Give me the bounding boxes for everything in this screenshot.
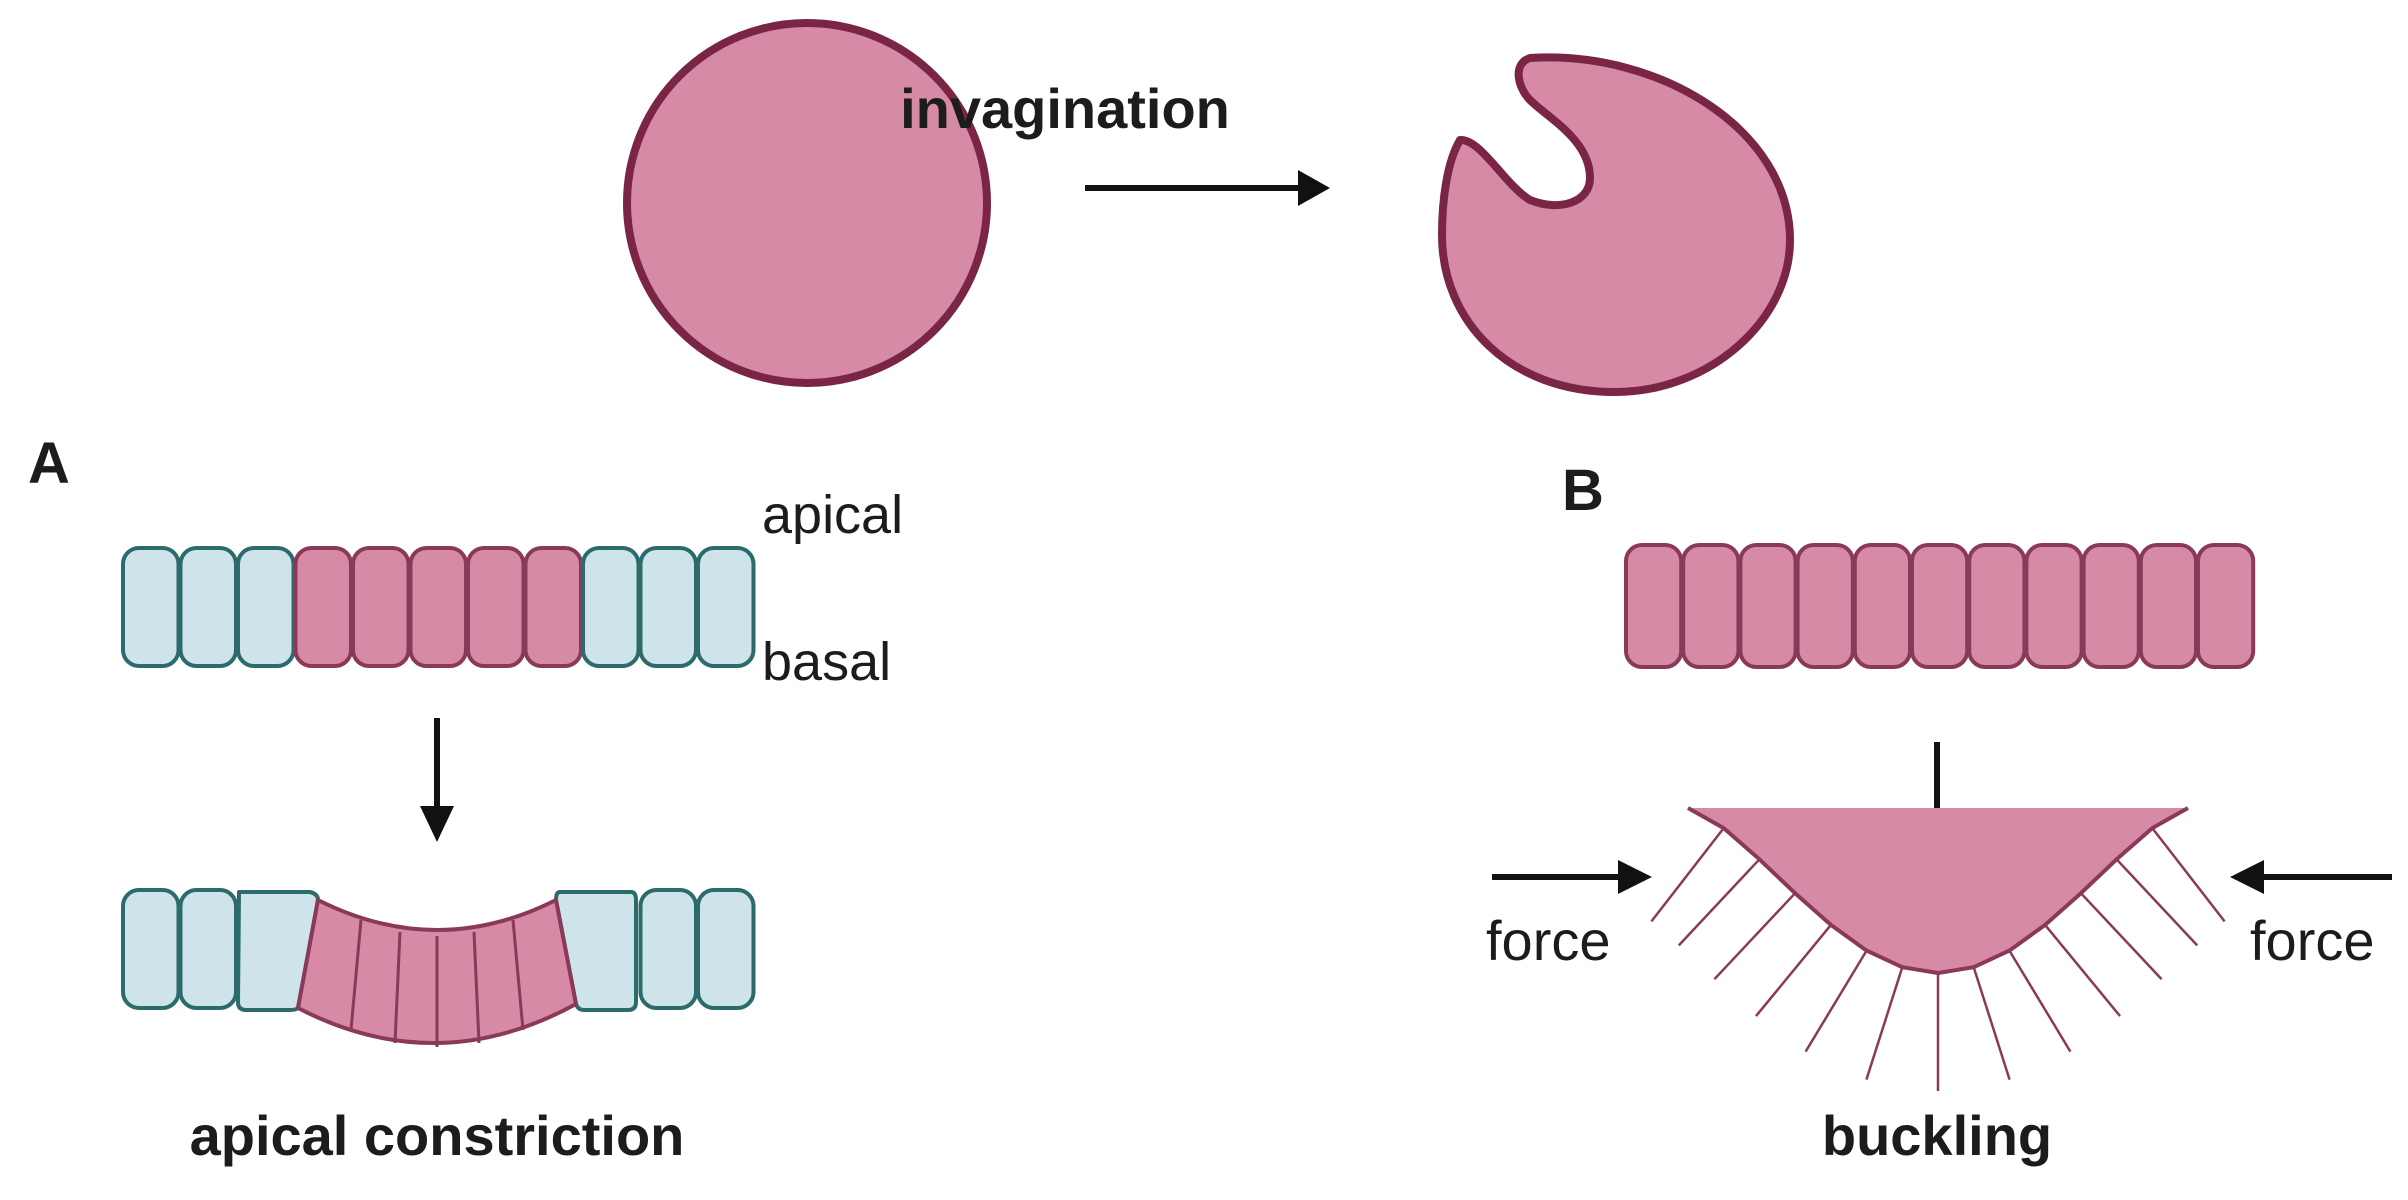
neighbor-cell — [178, 546, 238, 668]
cell-boundary — [393, 931, 402, 1044]
panel-b-caption: buckling — [1822, 1104, 2052, 1167]
panel-a-caption: apical constriction — [190, 1104, 685, 1167]
neighbor-cell — [696, 888, 756, 1010]
epithelial-cell — [1910, 543, 1970, 669]
right-force-label: force — [2250, 909, 2375, 972]
cell-boundary — [1677, 858, 1761, 947]
panel-a-constricted-epithelium — [121, 888, 756, 1047]
invaginated-sphere — [1438, 53, 1794, 396]
panel-a-letter: A — [28, 431, 70, 496]
neighbor-cell — [638, 546, 698, 668]
neighbor-cell — [638, 888, 698, 1010]
buckled-sheet — [1687, 806, 2189, 975]
epithelial-cell — [1681, 543, 1741, 669]
panel-b-flat-epithelium — [1624, 543, 2256, 669]
panel-a-flat-epithelium — [121, 546, 756, 668]
epithelial-cell — [2138, 543, 2199, 669]
cell-boundary — [2079, 892, 2163, 981]
constricting-cell — [523, 546, 583, 668]
neighbor-cell — [236, 890, 320, 1012]
panel-a-down-arrow — [420, 718, 454, 842]
neighbor-cell — [554, 890, 638, 1012]
spherical-epithelium — [623, 19, 991, 387]
cell-boundary — [2044, 924, 2121, 1017]
epithelial-cell — [1738, 543, 1798, 669]
panel-b-letter: B — [1562, 458, 1604, 523]
epithelial-cell — [1852, 543, 1913, 669]
cell-boundary — [349, 919, 363, 1031]
neighbor-cell — [581, 546, 641, 668]
right-force-arrow — [2230, 860, 2392, 894]
cell-boundary — [2151, 827, 2226, 923]
epithelial-cell — [1624, 543, 1684, 669]
cell-boundary — [1865, 966, 1904, 1080]
constricting-cell — [408, 546, 468, 668]
cell-boundary — [1804, 949, 1868, 1053]
constricting-cell — [466, 546, 526, 668]
epithelial-cell — [1967, 543, 2027, 669]
cell-boundary — [1713, 892, 1797, 981]
neighbor-cell — [696, 546, 756, 668]
invagination-label: invagination — [900, 77, 1230, 140]
left-force-arrow — [1492, 860, 1652, 894]
constricting-cell — [293, 546, 353, 668]
cell-boundary — [511, 919, 525, 1031]
cell-boundary — [2008, 949, 2072, 1053]
epithelial-cell — [2196, 543, 2256, 669]
cell-boundary — [2115, 858, 2199, 947]
epithelial-cell — [2081, 543, 2141, 669]
neighbor-cell — [121, 888, 181, 1010]
epithelial-cell — [2024, 543, 2084, 669]
cell-boundary — [1755, 924, 1832, 1017]
cell-boundary — [1972, 966, 2011, 1080]
neighbor-cell — [121, 546, 181, 668]
invagination-arrow — [1085, 170, 1330, 206]
epithelial-cell — [1795, 543, 1855, 669]
basal-label: basal — [762, 632, 891, 692]
neighbor-cell — [178, 888, 238, 1010]
apical-label: apical — [762, 485, 903, 545]
cell-boundary — [472, 931, 481, 1044]
left-force-label: force — [1486, 909, 1611, 972]
panel-b-buckled-epithelium — [1650, 806, 2226, 1091]
constricting-cell — [351, 546, 411, 668]
neighbor-cell — [236, 546, 296, 668]
cell-boundary — [1650, 827, 1725, 923]
